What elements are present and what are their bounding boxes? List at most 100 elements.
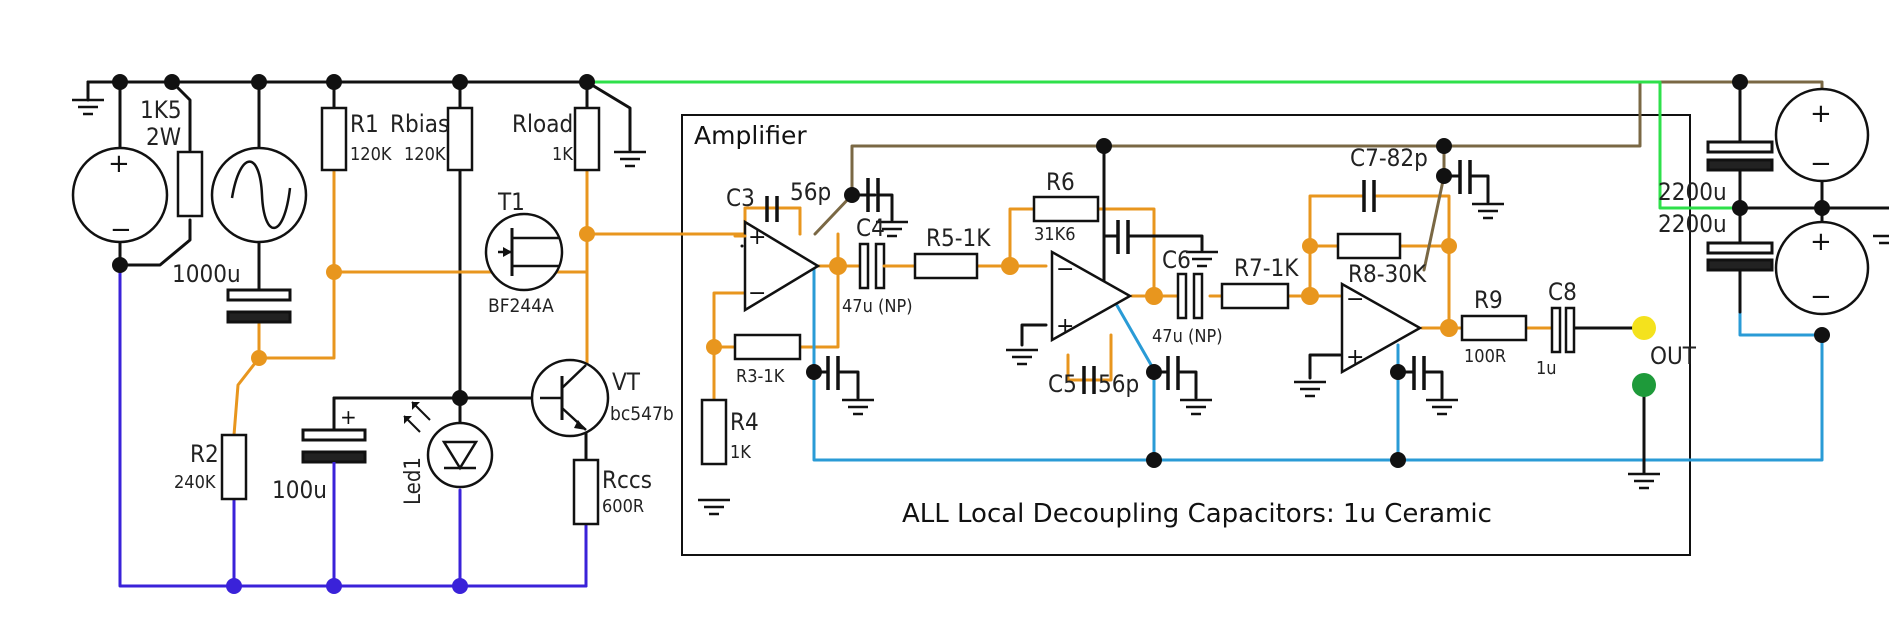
label-t1-value: BF244A xyxy=(488,295,554,317)
label-c6: C6 xyxy=(1162,246,1191,274)
label-c3-value: 56p xyxy=(790,178,831,206)
label-r4: R4 xyxy=(730,408,759,436)
label-r9: R9 xyxy=(1474,286,1503,314)
capacitor-c6 xyxy=(1176,272,1204,320)
resistor-rbias xyxy=(446,106,474,172)
ground-stage2 xyxy=(1180,398,1212,416)
label-r2: R2 xyxy=(190,440,219,468)
label-c8: C8 xyxy=(1548,278,1577,306)
junctions-black xyxy=(112,74,1830,468)
label-100u: 100u xyxy=(272,476,327,504)
svg-text:+: + xyxy=(1810,99,1832,129)
resistor-r6 xyxy=(1032,195,1100,223)
capacitor-2200u-bottom xyxy=(1706,241,1774,272)
resistor-r8-body xyxy=(1336,232,1402,260)
label-r1-value: 120K xyxy=(350,144,392,165)
ac-source xyxy=(210,146,308,244)
ground-left xyxy=(72,98,104,116)
ground-c7 xyxy=(1472,202,1504,220)
dc-supply-negative: + − xyxy=(1774,220,1870,316)
capacitor-c7 xyxy=(1362,180,1376,212)
junctions-orange xyxy=(251,226,1458,366)
opamp-stage1: + − xyxy=(733,219,821,313)
ground-c3 xyxy=(876,220,908,238)
dc-source: + − xyxy=(71,146,169,245)
decoupling-note: ALL Local Decoupling Capacitors: 1u Cera… xyxy=(902,499,1492,529)
capacitor-c5 xyxy=(1082,366,1096,394)
label-2200u-top: 2200u xyxy=(1658,178,1727,206)
label-rload-value: 1K xyxy=(552,144,573,165)
label-c4: C4 xyxy=(856,214,885,242)
svg-text:−: − xyxy=(1346,287,1364,312)
label-r8: R8-30K xyxy=(1348,260,1427,288)
capacitor-1000u xyxy=(226,280,292,324)
ground-stage3-in xyxy=(1294,380,1326,398)
label-c3: C3 xyxy=(726,184,755,212)
resistor-r1 xyxy=(320,106,348,172)
svg-text:+: + xyxy=(340,405,357,429)
dc-supply-positive: + − xyxy=(1774,87,1870,183)
label-2200u-bottom: 2200u xyxy=(1658,210,1727,238)
svg-text:+: + xyxy=(108,149,130,179)
ground-stage2-in xyxy=(1006,348,1038,366)
label-r5: R5-1K xyxy=(926,224,991,252)
label-r2-value: 240K xyxy=(174,472,216,493)
junctions-purple xyxy=(226,578,468,594)
ground-right xyxy=(1873,234,1889,245)
ground-r6 xyxy=(1186,250,1218,268)
ground-out xyxy=(1628,472,1660,490)
label-vt: VT xyxy=(612,368,641,396)
led1 xyxy=(403,401,494,489)
jfet-t1 xyxy=(484,212,564,292)
label-c5: C5 xyxy=(1048,370,1077,398)
label-r4-value: 1K xyxy=(730,442,751,463)
amplifier-frame xyxy=(681,114,1691,556)
ground-stage3 xyxy=(1426,398,1458,416)
capacitor-100u: + xyxy=(301,405,367,480)
ground-r4 xyxy=(698,498,730,516)
resistor-r9 xyxy=(1460,314,1528,342)
svg-text:+: + xyxy=(1810,227,1832,257)
resistor-rload xyxy=(573,106,601,172)
resistor-r3 xyxy=(733,333,802,361)
label-c8-value: 1u xyxy=(1536,358,1557,379)
svg-text:−: − xyxy=(748,281,766,306)
out-terminal-yellow[interactable] xyxy=(1632,316,1656,340)
label-vt-value: bc547b xyxy=(610,403,674,425)
svg-text:−: − xyxy=(1810,282,1832,312)
capacitor-c3 xyxy=(765,196,779,222)
out-terminal-green[interactable] xyxy=(1632,373,1656,397)
label-r1: R1 xyxy=(350,110,379,138)
capacitor-c4 xyxy=(858,242,902,290)
label-c6-value: 47u (NP) xyxy=(1152,326,1223,347)
amplifier-title: Amplifier xyxy=(694,121,807,150)
resistor-r7 xyxy=(1220,282,1290,310)
resistor-r2 xyxy=(220,433,248,501)
opamp-stage2: − + xyxy=(1050,249,1133,343)
label-r6: R6 xyxy=(1046,168,1075,196)
label-t1: T1 xyxy=(497,188,525,216)
label-1k5-value: 2W xyxy=(146,123,181,151)
svg-text:+: + xyxy=(748,225,766,250)
label-led1: Led1 xyxy=(401,457,426,505)
label-c4-value: 47u (NP) xyxy=(842,296,913,317)
label-c7: C7-82p xyxy=(1350,144,1428,172)
label-c5-value: 56p xyxy=(1098,370,1139,398)
ground-stage1 xyxy=(842,398,874,416)
capacitor-2200u-top xyxy=(1706,140,1774,172)
opamp-stage3: − + xyxy=(1340,281,1423,375)
wires xyxy=(86,80,1889,588)
label-r7: R7-1K xyxy=(1234,254,1299,282)
label-out: OUT xyxy=(1650,342,1697,370)
label-r9-value: 100R xyxy=(1464,346,1506,367)
svg-text:+: + xyxy=(1056,314,1074,339)
label-rbias: Rbias xyxy=(390,110,449,138)
label-rccs: Rccs xyxy=(602,466,652,494)
label-rccs-value: 600R xyxy=(602,496,644,517)
svg-text:−: − xyxy=(1056,257,1074,282)
label-1k5: 1K5 xyxy=(140,96,182,124)
label-r3: R3-1K xyxy=(736,366,785,387)
resistor-r5 xyxy=(913,252,979,280)
resistor-r4 xyxy=(700,398,728,466)
